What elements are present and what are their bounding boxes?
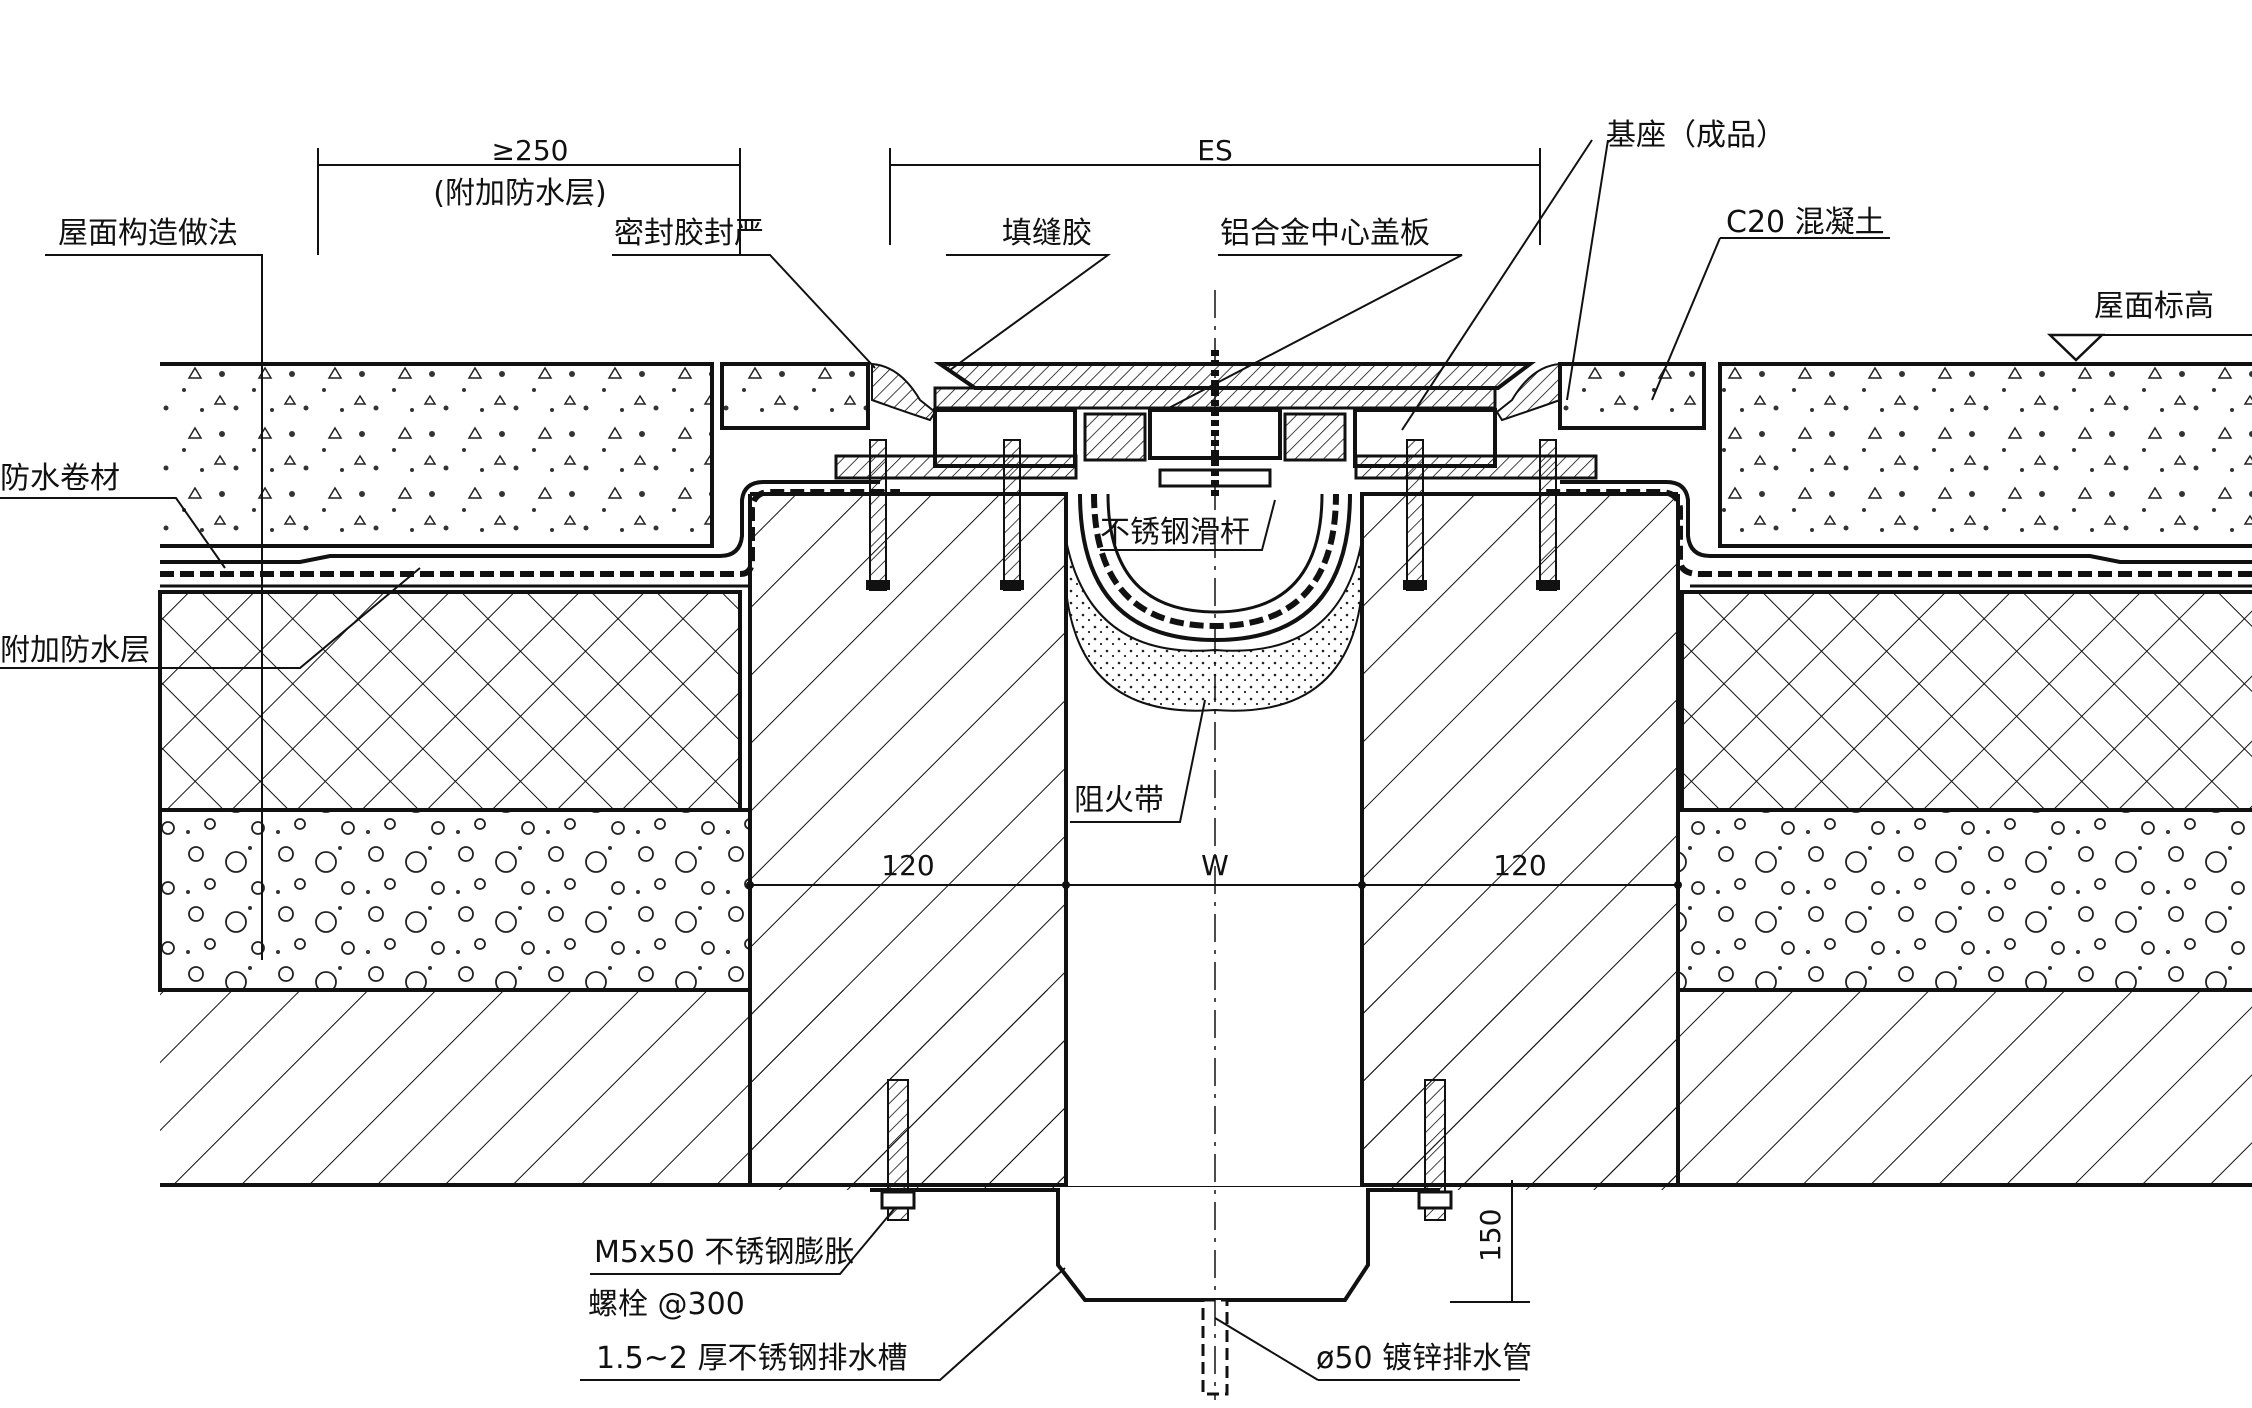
- left-lightweight-fill: [158, 808, 752, 992]
- label-joint-filler: 填缝胶: [1002, 216, 1092, 251]
- annotation-labels: ≥250 (附加防水层) ES 基座（成品） 屋面构造做法 密封胶封严 填缝胶 …: [0, 118, 2214, 1376]
- label-drain-pipe: ø50 镀锌排水管: [1316, 1341, 1532, 1376]
- dim-150-line: [1450, 1180, 1530, 1303]
- dim-w: W: [1201, 849, 1229, 882]
- label-aluminum-cover: 铝合金中心盖板: [1220, 216, 1430, 251]
- right-insulation-board: [1680, 590, 2252, 812]
- right-lightweight-fill: [1676, 808, 2252, 992]
- left-insulation-board: [158, 590, 742, 812]
- right-roof-screed: [1558, 362, 2252, 548]
- joint-gap: [1068, 494, 1360, 1186]
- dim-es-line: [889, 148, 1541, 245]
- drain-channel: [870, 1188, 1440, 1302]
- left-roof-screed: [160, 362, 870, 548]
- label-base-finished: 基座（成品）: [1606, 118, 1786, 153]
- label-drain-channel: 1.5~2 厚不锈钢排水槽: [596, 1341, 907, 1376]
- roof-elevation-marker: [2046, 333, 2252, 362]
- dim-150: 150: [1474, 1209, 1507, 1262]
- additional-layer-note: (附加防水层): [433, 176, 606, 211]
- label-roof-construction: 屋面构造做法: [58, 216, 238, 251]
- label-additional-waterproof: 附加防水层: [0, 633, 150, 668]
- label-roof-elevation: 屋面标高: [2094, 289, 2214, 324]
- dim-es: ES: [1197, 134, 1232, 167]
- label-fire-barrier: 阻火带: [1074, 783, 1164, 818]
- dim-120-left: 120: [881, 849, 934, 882]
- label-stainless-rod: 不锈钢滑杆: [1100, 515, 1250, 550]
- right-concrete-upstand: [1360, 492, 1680, 1190]
- dim-250-line: [317, 148, 741, 255]
- width-dimension-line: [746, 881, 1682, 889]
- label-sealant-seal: 密封胶封严: [614, 216, 764, 251]
- base-frames: [834, 408, 1598, 488]
- dim-250: ≥250: [492, 134, 569, 167]
- label-anchor-bolt-line1: M5x50 不锈钢膨胀: [594, 1235, 854, 1270]
- label-c20-concrete: C20 混凝土: [1726, 205, 1885, 240]
- fire-barrier: [1065, 539, 1363, 712]
- dim-120-right: 120: [1493, 849, 1546, 882]
- label-anchor-bolt-line2: 螺栓 @300: [588, 1287, 745, 1322]
- left-concrete-upstand: [748, 492, 1068, 1190]
- top-anchor-bolts: [866, 439, 1560, 591]
- bottom-anchor-bolts: [880, 1079, 1453, 1221]
- label-waterproof-membrane: 防水卷材: [0, 461, 120, 496]
- leader-lines: [0, 139, 1890, 1381]
